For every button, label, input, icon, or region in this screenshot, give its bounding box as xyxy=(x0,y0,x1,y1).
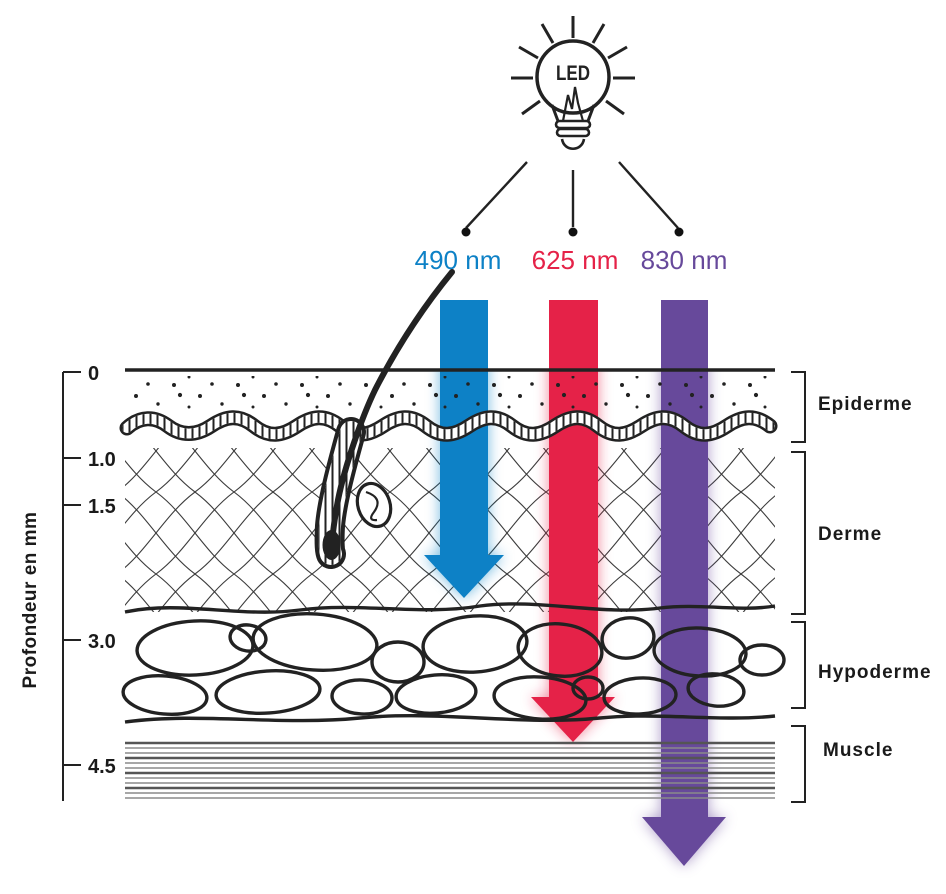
hypodermis xyxy=(121,602,786,724)
membrane-hatch xyxy=(122,412,775,440)
wavelength-label-490nm: 490 nm xyxy=(415,245,502,275)
epidermis-dots-texture xyxy=(130,376,770,411)
hair-shaft xyxy=(329,269,455,551)
wavelength-label-625nm: 625 nm xyxy=(532,245,619,275)
bracket-hypoderme xyxy=(791,621,806,709)
hypodermis-bottom-boundary xyxy=(124,714,776,724)
muscle-lines-thin xyxy=(125,747,775,799)
fat-lobules xyxy=(121,612,786,721)
bulb-rays xyxy=(511,16,635,116)
leader-dot-625 xyxy=(568,227,578,237)
sebaceous-gland-curl xyxy=(365,490,379,522)
tick-label-4-5: 4.5 xyxy=(88,756,116,778)
sebaceous-gland xyxy=(355,481,393,529)
led-bulb-icon: LED xyxy=(511,16,635,151)
leader-dot-830 xyxy=(674,227,684,237)
leader-lines xyxy=(461,161,684,237)
bulb-base-ring-1 xyxy=(554,119,592,130)
layer-label-muscle: Muscle xyxy=(823,740,893,761)
tick-label-1-5: 1.5 xyxy=(88,496,116,518)
bracket-derme xyxy=(791,451,806,615)
bulb-neck-left xyxy=(550,104,560,122)
layer-label-hypoderme: Hypoderme xyxy=(818,662,932,683)
muscle-layer xyxy=(125,741,775,799)
hair-bulb xyxy=(322,530,341,560)
leader-line-830 xyxy=(618,161,679,229)
layer-label-epiderme: Epiderme xyxy=(818,394,913,415)
axis-ticks xyxy=(63,371,81,766)
tick-label-1-0: 1.0 xyxy=(88,449,116,471)
bulb-glass xyxy=(535,39,611,115)
layer-label-derme: Derme xyxy=(818,524,882,545)
depth-axis: 0 1.0 1.5 3.0 4.5 Profondeur en mm xyxy=(20,363,116,801)
hair-follicle xyxy=(314,269,455,569)
layer-brackets: Epiderme Derme Hypoderme Muscle xyxy=(791,371,932,803)
leader-line-490 xyxy=(465,161,528,229)
basement-membrane xyxy=(119,410,778,442)
leader-dot-490 xyxy=(461,227,471,237)
bulb-base-cup xyxy=(560,138,586,151)
muscle-lines-thick xyxy=(125,741,775,790)
bulb-base-ring-2 xyxy=(555,127,591,138)
hypodermis-top-boundary xyxy=(124,602,776,614)
arrow-490nm xyxy=(424,300,504,598)
led-text: LED xyxy=(556,62,590,85)
bracket-muscle xyxy=(791,725,806,803)
bracket-epiderme xyxy=(791,371,806,443)
tick-label-3-0: 3.0 xyxy=(88,631,116,653)
bulb-neck-right xyxy=(586,104,596,122)
wavelength-label-830nm: 830 nm xyxy=(641,245,728,275)
bulb-filament xyxy=(561,86,585,122)
axis-title: Profondeur en mm xyxy=(20,512,41,689)
tick-label-0: 0 xyxy=(88,363,99,385)
